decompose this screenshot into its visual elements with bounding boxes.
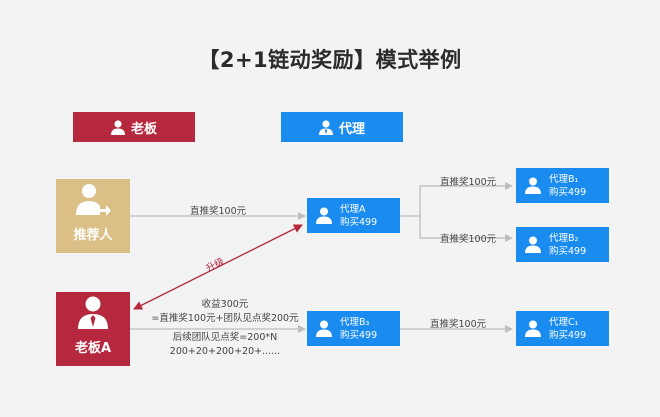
edge-label-b3-to-c1: 直推奖100元	[430, 319, 487, 330]
person-icon	[110, 119, 125, 135]
header-boss-label: 老板	[130, 121, 157, 137]
person-icon	[316, 207, 332, 224]
header-boss: 老板	[73, 112, 195, 142]
referrer-node: 推荐人	[56, 179, 130, 253]
agent-b2-buy: 购买499	[549, 245, 587, 257]
agent-b3-node: 代理B₃ 购买499	[307, 311, 400, 346]
agent-b1-name: 代理B₁	[549, 173, 579, 185]
income-calculation: 收益300元 =直推奖100元+团队见点奖200元 后续团队见点奖=200*N …	[145, 298, 305, 359]
person-icon	[316, 320, 332, 337]
person-tie-icon	[78, 296, 108, 329]
agent-b3-name: 代理B₃	[340, 316, 370, 328]
agent-b2-name: 代理B₂	[549, 232, 579, 244]
agent-c1-node: 代理C₁ 购买499	[516, 311, 609, 346]
person-icon	[525, 236, 541, 253]
edge-upgrade	[133, 224, 303, 310]
edge-agent-a-branch	[400, 186, 421, 238]
header-agent: 代理	[281, 112, 403, 142]
calc-line-2: =直推奖100元+团队见点奖200元	[151, 313, 299, 324]
page-title: 【2+1链动奖励】模式举例	[198, 48, 462, 72]
calc-line-3: 后续团队见点奖=200*N	[172, 332, 278, 343]
agent-c1-name: 代理C₁	[549, 316, 579, 328]
calc-line-1: 收益300元	[201, 299, 249, 310]
calc-line-4: 200+20+200+20+......	[169, 346, 281, 357]
referrer-label: 推荐人	[73, 228, 113, 243]
boss-a-node: 老板A	[56, 292, 130, 366]
agent-a-node: 代理A 购买499	[307, 198, 400, 233]
person-icon	[525, 320, 541, 337]
edge-label-a-to-b1: 直推奖100元	[440, 177, 497, 188]
person-icon	[525, 177, 541, 194]
edge-label-referrer-to-a: 直推奖100元	[190, 206, 247, 217]
agent-c1-buy: 购买499	[549, 329, 587, 341]
agent-b1-buy: 购买499	[549, 186, 587, 198]
person-arrow-icon	[76, 184, 111, 216]
agent-a-buy: 购买499	[340, 216, 378, 228]
agent-b2-node: 代理B₂ 购买499	[516, 227, 609, 262]
header-agent-label: 代理	[338, 121, 365, 137]
boss-a-label: 老板A	[74, 341, 112, 356]
person-tie-icon	[318, 119, 333, 135]
agent-b1-node: 代理B₁ 购买499	[516, 168, 609, 203]
agent-b3-buy: 购买499	[340, 329, 378, 341]
agent-a-name: 代理A	[340, 203, 366, 215]
edge-label-a-to-b2: 直推奖100元	[440, 234, 497, 245]
